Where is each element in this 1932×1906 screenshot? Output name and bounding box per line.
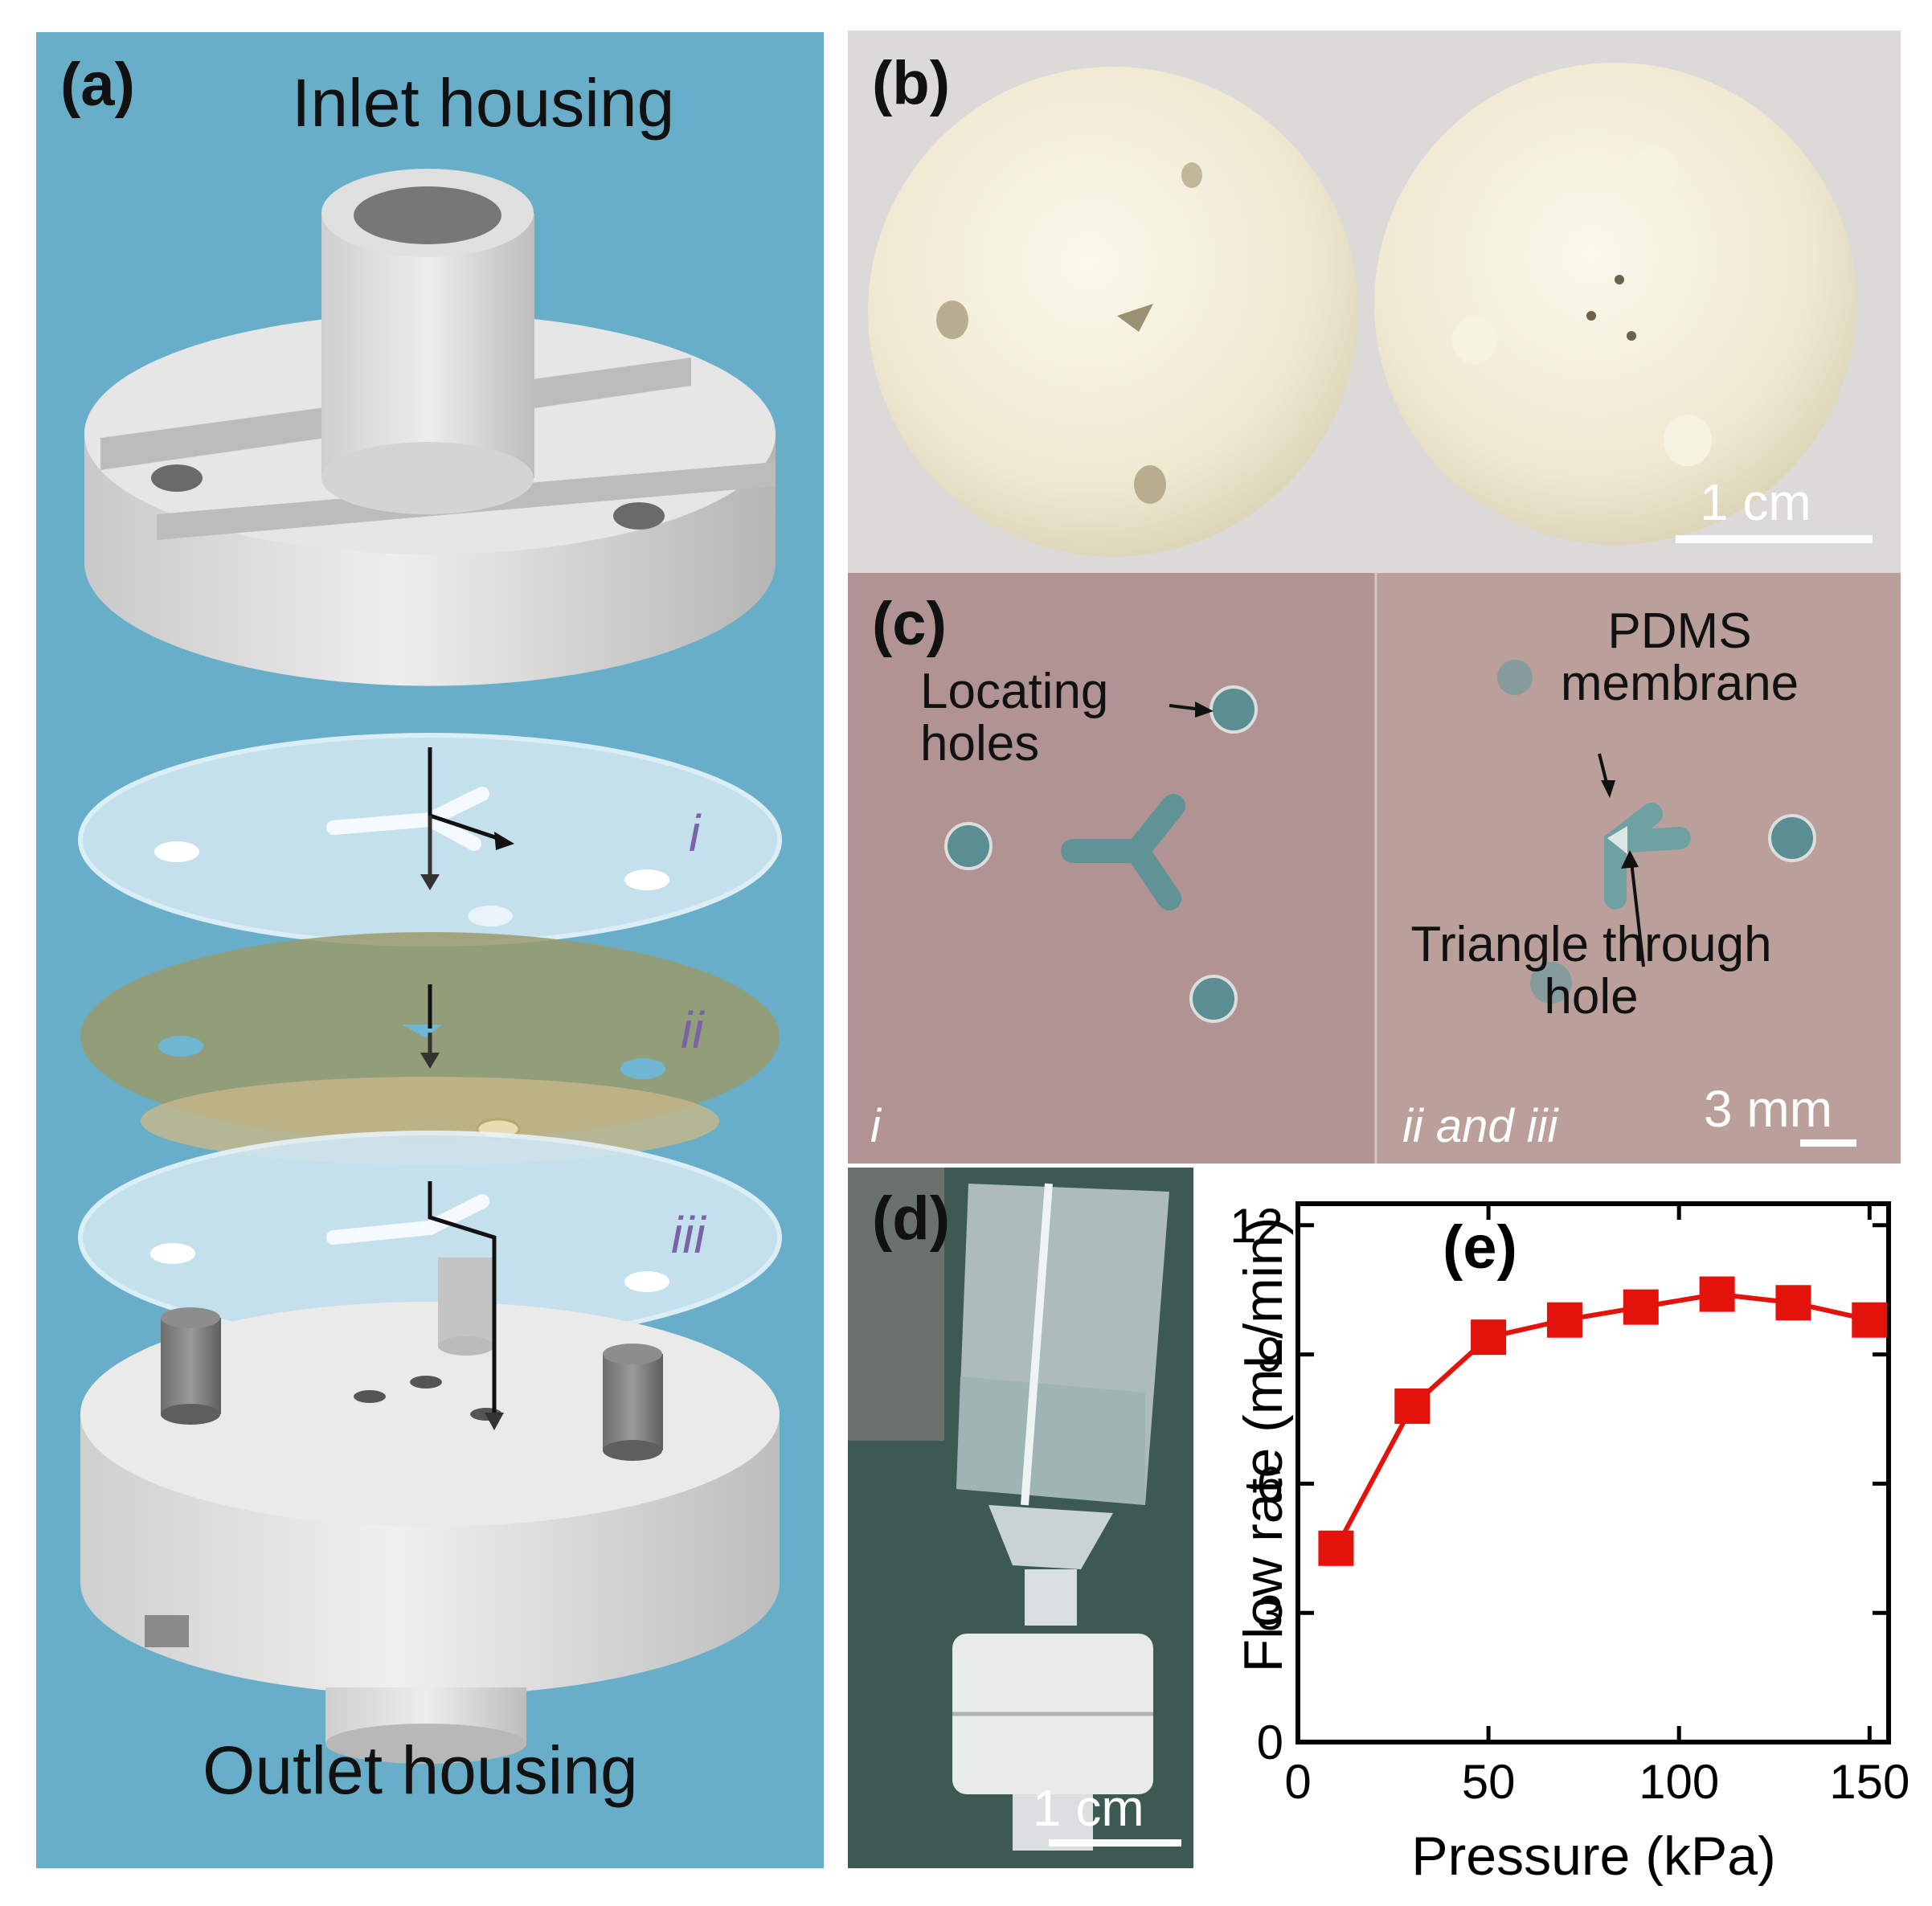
scale-label-b: 1 cm [1700,473,1811,531]
syringe-photo [848,1168,1193,1868]
layer-tag-i: i [870,1100,881,1152]
data-point [1394,1388,1431,1424]
data-point [1852,1302,1888,1338]
y-tick-label: 0 [1257,1716,1283,1769]
y-tick-label: 3 [1257,1586,1283,1640]
data-point [1623,1289,1659,1325]
panel-label-d: (d) [872,1184,951,1253]
inlet-screw-hole-right [613,502,665,530]
panel-d: (d) 1 cm [848,1168,1193,1868]
layer-tag-ii-iii: ii and iii [1402,1100,1558,1152]
layer-iii-label: iii [671,1206,706,1264]
triangle-through-hole-label: Triangle through hole [1410,917,1772,1025]
panel-label-a: (a) [60,51,135,119]
locating-holes-label: Locating holes [920,664,1109,772]
data-point [1318,1530,1354,1566]
exploded-assembly-render [78,169,782,1764]
outlet-housing-label: Outlet housing [203,1732,638,1808]
pdms-membrane-label: PDMS membrane [1560,603,1799,712]
scale-bar-c [1800,1139,1856,1147]
panel-b: (b) 1 cm [848,31,1901,573]
plot-frame [1296,1201,1891,1744]
y-tick-label: 12 [1230,1199,1283,1253]
panel-label-e: (e) [1443,1213,1517,1282]
scale-bar-b [1676,535,1873,543]
data-point [1471,1319,1507,1356]
x-tick-label: 50 [1462,1755,1516,1809]
outlet-housing-disc-photo [1374,63,1856,545]
layer-ii-label: ii [681,1001,704,1059]
y-tick-label: 6 [1257,1457,1283,1511]
panel-c: (c) Locating holes PDMS membrane Triangl… [848,573,1901,1164]
scale-label-d: 1 cm [1033,1779,1144,1837]
data-point [1546,1302,1582,1338]
inlet-tube-bore [354,186,501,244]
membrane-photo [848,573,1901,1164]
inlet-screw-hole-left [151,464,203,492]
x-tick-label: 100 [1639,1755,1719,1809]
x-axis-label: Pressure (kPa) [1411,1826,1775,1887]
inlet-housing-disc-photo [868,67,1358,557]
panel-label-b: (b) [872,49,951,117]
x-tick-label: 0 [1284,1755,1311,1809]
outlet-post-right [603,1354,663,1450]
flow-rate-chart: 0 50 100 150 0 3 6 9 12 Pressure (kPa) Flow rate… [1230,1199,1909,1887]
housing-photo [868,63,1856,557]
y-channel-layer-i [1061,794,1185,910]
y-axis-label: Flow rate (mL/min) [1233,1217,1294,1673]
inlet-housing-label: Inlet housing [292,65,675,141]
scale-bar-d [1049,1839,1181,1847]
scale-label-c: 3 mm [1704,1080,1832,1138]
panel-a: (a) Inlet housing Outlet housing i ii ii… [36,32,824,1868]
data-point [1699,1276,1735,1312]
data-point [1775,1285,1811,1321]
panel-e: 0 50 100 150 0 3 6 9 12 Pressure (kPa) Flow rate… [1197,1168,1932,1891]
outlet-post-left [161,1318,221,1414]
panel-label-c: (c) [872,590,947,658]
inlet-tube [321,213,534,478]
x-tick-label: 150 [1829,1755,1909,1809]
y-tick-label: 9 [1257,1328,1283,1382]
layer-i-label: i [689,804,701,862]
